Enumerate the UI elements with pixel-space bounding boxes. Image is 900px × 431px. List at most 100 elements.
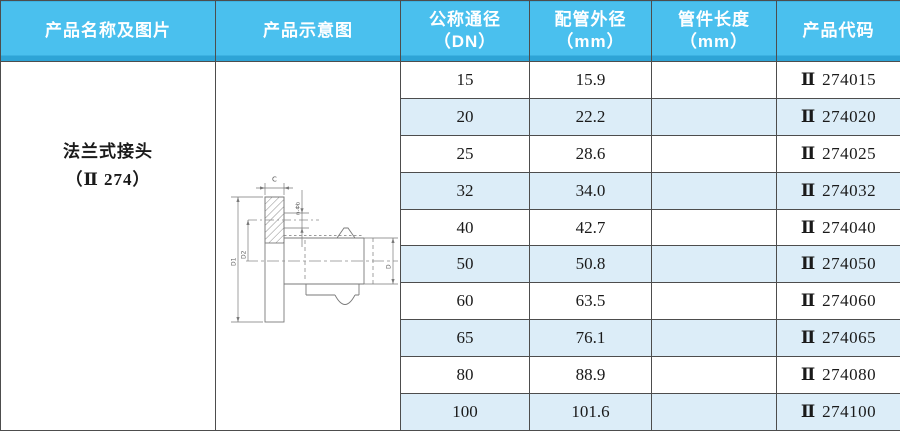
length-cell	[651, 61, 777, 99]
code-number: 274050	[822, 254, 877, 274]
dn-cell: 25	[400, 134, 530, 173]
code-roman: Ⅱ	[800, 69, 816, 89]
dim-d-label: D	[386, 264, 393, 269]
length-cell	[651, 393, 777, 431]
code-roman: Ⅱ	[800, 180, 816, 200]
flange-joint-drawing-image: C n-Φb D1 D2 D	[231, 176, 398, 323]
code-roman: Ⅱ	[800, 106, 816, 126]
dn-cell: 15	[400, 61, 530, 99]
header-dn-col: 公称通径 （DN）	[400, 0, 530, 62]
header-length-line2: （mm）	[679, 32, 749, 51]
arrowhead	[300, 208, 304, 213]
od-cell: 15.9	[529, 61, 652, 99]
arrowhead	[246, 220, 250, 225]
dn-cell: 100	[400, 393, 530, 431]
od-cell: 34.0	[529, 171, 652, 210]
od-cell: 101.6	[529, 393, 652, 431]
code-number: 274040	[822, 217, 877, 237]
arrowhead	[236, 317, 240, 322]
dn-cell: 65	[400, 319, 530, 358]
od-cell: 88.9	[529, 356, 652, 395]
dim-bolt-hole-label: n-Φb	[296, 201, 302, 215]
dn-cell: 20	[400, 97, 530, 136]
header-diagram-col: 产品示意图	[215, 0, 401, 62]
code-roman: Ⅱ	[800, 254, 816, 274]
table-row: 65 76.1 Ⅱ 274065	[1, 319, 900, 358]
code-roman: Ⅱ	[800, 328, 816, 348]
code-cell: Ⅱ 274040	[776, 208, 900, 247]
od-cell: 22.2	[529, 97, 652, 136]
code-roman: Ⅱ	[800, 217, 816, 237]
table-body: 法兰式接头 （Ⅱ 274）	[0, 61, 900, 431]
product-title: 法兰式接头 （Ⅱ 274）	[2, 63, 215, 195]
code-cell: Ⅱ 274015	[776, 61, 900, 99]
arrowhead	[300, 228, 304, 233]
table-row: 25 28.6 Ⅱ 274025	[1, 134, 900, 173]
length-cell	[651, 245, 777, 284]
dim-d-lines	[364, 237, 398, 285]
product-name: 法兰式接头	[63, 142, 153, 161]
length-cell	[651, 282, 777, 321]
header-od-line2: （mm）	[556, 32, 625, 51]
code-number: 274080	[822, 365, 877, 385]
dim-d2-label: D2	[241, 250, 248, 259]
dn-cell: 50	[400, 245, 530, 284]
code-number: 274065	[822, 328, 877, 348]
table-row: 40 42.7 Ⅱ 274040	[1, 208, 900, 247]
socket-lower-profile	[305, 284, 360, 305]
table-row: 20 22.2 Ⅱ 274020	[1, 97, 900, 136]
table-row: 80 88.9 Ⅱ 274080	[1, 356, 900, 395]
table-header: 产品名称及图片 产品示意图 公称通径 （DN） 配管外径 （mm） 管件长度 （…	[0, 0, 900, 62]
code-roman: Ⅱ	[800, 143, 816, 163]
code-cell: Ⅱ 274020	[776, 97, 900, 136]
header-row: 产品名称及图片 产品示意图 公称通径 （DN） 配管外径 （mm） 管件长度 （…	[0, 0, 900, 62]
code-number: 274020	[822, 106, 877, 126]
code-roman: Ⅱ	[800, 365, 816, 385]
code-cell: Ⅱ 274032	[776, 171, 900, 210]
od-cell: 63.5	[529, 282, 652, 321]
code-cell: Ⅱ 274080	[776, 356, 900, 395]
length-cell	[651, 319, 777, 358]
od-cell: 50.8	[529, 245, 652, 284]
length-cell	[651, 134, 777, 173]
od-cell: 42.7	[529, 208, 652, 247]
code-cell: Ⅱ 274065	[776, 319, 900, 358]
table-row: 法兰式接头 （Ⅱ 274）	[0, 61, 900, 431]
table-row: 50 50.8 Ⅱ 274050	[1, 245, 900, 284]
header-od-col: 配管外径 （mm）	[529, 0, 652, 62]
dim-bolt-hole-lines	[284, 190, 309, 247]
od-cell: 28.6	[529, 134, 652, 173]
code-number: 274025	[822, 143, 877, 163]
header-length-line1: 管件长度	[678, 9, 750, 29]
header-length-col: 管件长度 （mm）	[651, 0, 777, 62]
product-model: （Ⅱ 274）	[65, 170, 151, 190]
arrowhead	[284, 186, 289, 190]
header-product-name-label: 产品名称及图片	[45, 20, 171, 40]
code-cell: Ⅱ 274025	[776, 134, 900, 173]
dim-c-label: C	[272, 176, 277, 184]
header-code-col: 产品代码	[776, 0, 900, 62]
arrowhead	[236, 197, 240, 202]
dn-cell: 80	[400, 356, 530, 395]
product-name-cell: 法兰式接头 （Ⅱ 274）	[0, 61, 216, 431]
dn-cell: 40	[400, 208, 530, 247]
seal-ridge-bump	[336, 227, 356, 239]
code-number: 274032	[822, 180, 877, 200]
header-dn-line2: （DN）	[433, 32, 497, 51]
header-diagram-label: 产品示意图	[263, 20, 353, 40]
arrowhead	[391, 238, 395, 243]
code-roman: Ⅱ	[800, 402, 816, 421]
header-product-name-col: 产品名称及图片	[0, 0, 216, 62]
dim-d1-lines	[231, 196, 263, 323]
code-number: 274015	[822, 69, 877, 89]
code-number: 274060	[822, 291, 877, 311]
od-cell: 76.1	[529, 319, 652, 358]
header-od-line1: 配管外径	[554, 9, 627, 29]
length-cell	[651, 208, 777, 247]
